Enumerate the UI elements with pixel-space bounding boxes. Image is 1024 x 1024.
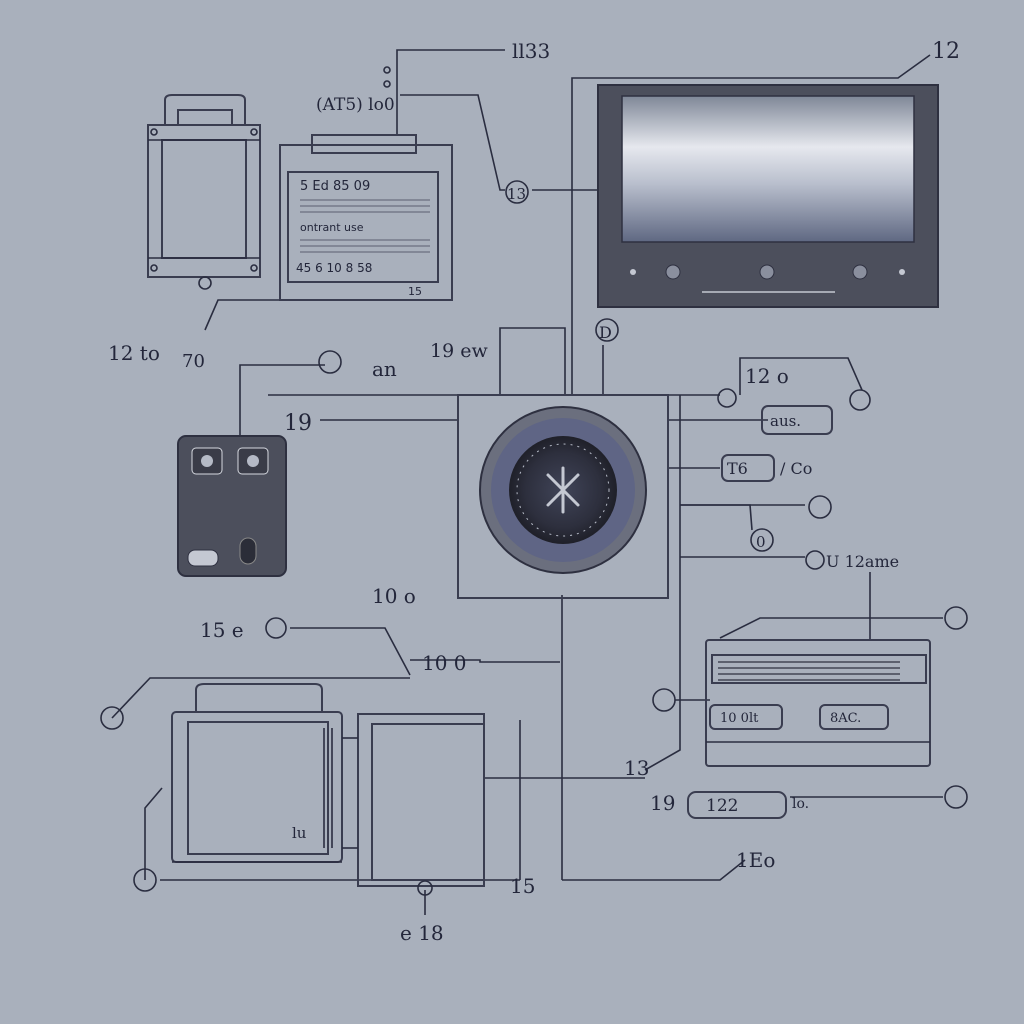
label-bottom-box: 122: [706, 796, 738, 816]
label-circle-mid: D: [599, 323, 612, 342]
label-bottom-suffix: lo.: [792, 796, 809, 812]
storage-case-icon: lu: [171, 683, 343, 863]
label-upper-left-tag: (AT5) lo0: [316, 95, 395, 115]
label-r-box-2-suffix: / Co: [780, 459, 812, 478]
printer-label-footer: 15: [408, 285, 422, 298]
label-bottom-15: 15: [510, 874, 535, 898]
label-left-15: 15 e: [200, 618, 244, 642]
speaker-icon: [457, 394, 669, 599]
label-r-12: 12 o: [745, 364, 789, 388]
label-left-b: 70: [182, 351, 205, 372]
label-circle-upper-mid: 13: [507, 185, 526, 203]
panel-label-b: 8AC.: [830, 711, 861, 726]
label-top-callout: ll33: [512, 39, 550, 63]
label-r-box-1: aus.: [770, 412, 801, 430]
label-bottom-tag: e 18: [400, 921, 444, 945]
label-bottom-mid: 1Eo: [736, 848, 775, 872]
labels: ll33 12 (AT5) lo0 13 12 to 70 an 19 ew D…: [108, 39, 960, 945]
label-lower-center: 10 0: [422, 651, 467, 675]
label-r-box-2: T6: [727, 459, 748, 478]
box-tag: lu: [292, 824, 307, 842]
printer-label-line3: 45 6 10 8 58: [296, 261, 372, 275]
label-left-19: 19: [284, 411, 312, 436]
module-box-icon: [342, 713, 485, 896]
label-lower-mid: 10 o: [372, 584, 416, 608]
callout-boxes: [687, 405, 833, 819]
network-device-icon: 10 0lt 8AC.: [705, 639, 931, 767]
connector-nodes: [100, 66, 968, 892]
label-mid-19: 19 ew: [430, 340, 488, 362]
printer-label-line1: 5 Ed 85 09: [300, 179, 370, 194]
label-c-an: an: [372, 357, 397, 381]
printer-label-line2: ontrant use: [300, 221, 364, 234]
label-bottom-13: 13: [624, 756, 649, 780]
printer-icon: 5 Ed 85 09 ontrant use 45 6 10 8 58 15: [279, 134, 453, 301]
label-bottom-left-19: 19: [650, 791, 675, 815]
label-r-umz: U 12ame: [826, 552, 899, 571]
label-left-a: 12 to: [108, 341, 160, 365]
monitor-icon: [597, 84, 939, 308]
carry-case-icon: [147, 94, 261, 290]
power-adapter-icon: [177, 435, 287, 577]
panel-label-a: 10 0lt: [720, 711, 759, 726]
label-r-d: 0: [756, 533, 766, 551]
label-top-right: 12: [932, 39, 960, 64]
connection-lines: [111, 49, 943, 915]
